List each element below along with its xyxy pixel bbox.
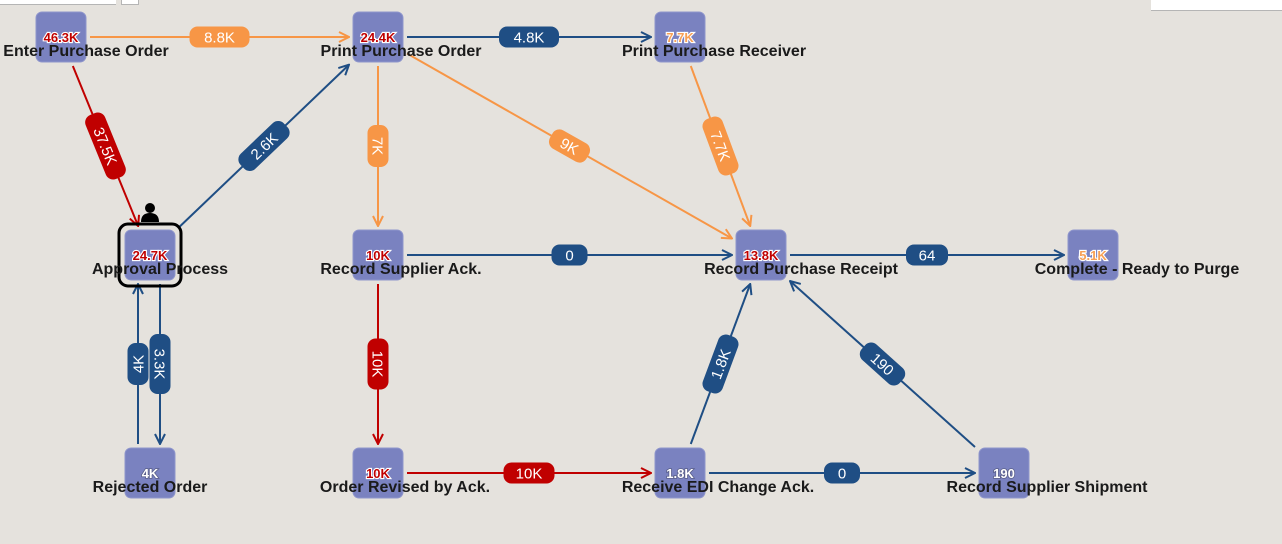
pill-background <box>149 334 171 394</box>
node-box <box>978 447 1030 499</box>
pill-background <box>503 462 555 484</box>
edge-count-pill[interactable]: 10K <box>367 338 389 390</box>
pill-background <box>548 129 591 163</box>
node-label: Complete - Ready to Purge <box>1035 261 1240 278</box>
node-box <box>654 11 706 63</box>
node-box <box>352 447 404 499</box>
pill-background <box>551 244 588 266</box>
edge-count-label: 0 <box>838 466 846 483</box>
edge-count-label: 7K <box>369 137 386 155</box>
pill-background <box>499 26 559 48</box>
edge-count-label: 9K <box>557 135 581 159</box>
edge-count-pill[interactable]: 0 <box>551 244 588 266</box>
selection-outline <box>117 222 183 288</box>
pill-background <box>85 112 126 180</box>
node-count: 5.1K <box>1079 248 1107 263</box>
node-box <box>124 229 176 281</box>
node-count: 190 <box>993 466 1015 481</box>
edge-count-pill[interactable]: 10K <box>503 462 555 484</box>
pill-background <box>824 462 860 484</box>
edge-count-label: 4.8K <box>514 30 545 47</box>
edge-count-label: 0 <box>565 248 573 265</box>
node-count: 10K <box>366 466 390 481</box>
node-box <box>124 447 176 499</box>
node-label: Record Purchase Receipt <box>704 261 899 278</box>
edge-count-label: 10K <box>516 466 543 483</box>
node-box <box>35 11 87 63</box>
node-label: Enter Purchase Order <box>3 43 168 60</box>
pill-background <box>189 26 250 48</box>
edge-count-pill[interactable]: 64 <box>906 244 948 266</box>
pill-background <box>367 125 389 167</box>
edge-count-pill[interactable]: 0 <box>824 462 860 484</box>
edge-count-pill[interactable]: 2.6K <box>235 118 293 175</box>
edge-count-label: 10K <box>369 351 386 378</box>
pill-background <box>127 343 149 385</box>
edge-count-label: 3.3K <box>151 349 168 380</box>
edge-count-label: 8.8K <box>204 30 235 47</box>
pill-background <box>702 334 739 394</box>
node-label: Receive EDI Change Ack. <box>622 479 814 496</box>
node-count: 46.3K <box>44 30 79 45</box>
node-count: 24.4K <box>361 30 396 45</box>
edge-count-pill[interactable]: 8.8K <box>189 26 250 48</box>
node-label: Record Supplier Ack. <box>320 261 481 278</box>
top-toolbar-strip <box>0 0 116 5</box>
edge-count-label: 64 <box>919 248 936 265</box>
node-count: 13.8K <box>744 248 779 263</box>
edge-count-pill[interactable]: 4.8K <box>499 26 559 48</box>
node-label: Rejected Order <box>93 479 208 496</box>
node-label: Record Supplier Shipment <box>947 479 1149 496</box>
top-right-panel <box>1151 0 1282 11</box>
node-box <box>352 11 404 63</box>
node-count: 4K <box>142 466 159 481</box>
node-label: Print Purchase Order <box>321 43 482 60</box>
edge-count-pill[interactable]: 190 <box>857 339 909 389</box>
user-icon <box>141 203 159 222</box>
pill-background <box>238 120 290 172</box>
pill-background <box>367 338 389 390</box>
toolbar-button[interactable] <box>121 0 139 5</box>
pill-background <box>702 116 739 176</box>
node-box <box>352 229 404 281</box>
edge-count-pill[interactable]: 9K <box>546 126 593 165</box>
pill-background <box>906 244 948 266</box>
node-box <box>654 447 706 499</box>
edge-count-pill[interactable]: 4K <box>127 343 149 385</box>
node-count: 24.7K <box>133 248 168 263</box>
node-label: Print Purchase Receiver <box>622 43 806 60</box>
edge-count-pill[interactable]: 1.8K <box>700 332 741 396</box>
edge-count-pill[interactable]: 7K <box>367 125 389 167</box>
node-label: Approval Process <box>92 261 228 278</box>
edge-count-pill[interactable]: 37.5K <box>83 110 129 182</box>
node-count: 1.8K <box>666 466 694 481</box>
node-count: 10K <box>366 248 390 263</box>
edge-count-pill[interactable]: 7.7K <box>700 114 741 178</box>
node-label: Order Revised by Ack. <box>320 479 490 496</box>
node-box <box>735 229 787 281</box>
node-box <box>1067 229 1119 281</box>
edge-count-pill[interactable]: 3.3K <box>149 334 171 394</box>
pill-background <box>859 342 906 386</box>
edge-count-label: 4K <box>131 355 148 373</box>
node-count: 7.7K <box>666 30 694 45</box>
